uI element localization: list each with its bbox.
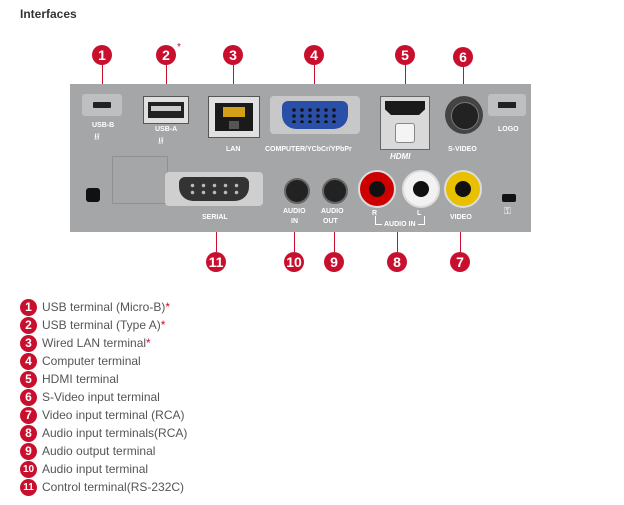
kensington-lock-icon: ⚿ (504, 206, 511, 216)
audio-rca-left-jack (402, 170, 440, 208)
usb-b-port (82, 94, 122, 116)
callout-1: 1 (92, 45, 112, 65)
callout-2: 2 (156, 45, 176, 65)
computer-label: COMPUTER/YCbCr/YPbPr (265, 146, 352, 153)
panel-screw-hole (86, 188, 100, 202)
legend-text: Audio input terminal (42, 462, 149, 476)
callout-6: 6 (453, 47, 473, 67)
legend-badge: 2 (20, 317, 37, 334)
usb-b-label: USB-B (92, 122, 115, 129)
legend-text: S-Video input terminal (42, 390, 160, 404)
legend-item: 3 Wired LAN terminal* (20, 335, 280, 353)
callout-10-leader (294, 232, 295, 252)
legend-item: 1 USB terminal (Micro-B)* (20, 299, 280, 317)
audio-input-jack (284, 178, 310, 204)
legend-text: Wired LAN terminal (42, 336, 147, 350)
usb-symbol-icon: ⭿ (94, 132, 100, 142)
callout-8-leader (397, 232, 398, 252)
legend-item: 6 S-Video input terminal (20, 389, 280, 407)
s-video-port (445, 96, 483, 134)
legend-asterisk: * (160, 318, 166, 332)
legend-text: Audio input terminals(RCA) (42, 426, 188, 440)
legend-text: USB terminal (Micro-B) (42, 300, 166, 314)
s-video-label: S-VIDEO (448, 146, 477, 153)
callout-2-asterisk: * (177, 42, 181, 53)
legend-text: Computer terminal (42, 354, 141, 368)
legend-badge: 5 (20, 371, 37, 388)
audio-in-rca-label: AUDIO IN (382, 221, 418, 228)
video-rca-jack (444, 170, 482, 208)
legend-text: Control terminal(RS-232C) (42, 480, 185, 494)
callout-3-leader (233, 65, 234, 95)
callout-8: 8 (387, 252, 407, 272)
serial-label: SERIAL (202, 214, 228, 221)
callout-2-leader (166, 65, 167, 90)
logo-label: LOGO (498, 126, 519, 133)
callout-9: 9 (324, 252, 344, 272)
legend-text: Audio output terminal (42, 444, 156, 458)
usb-a-port (143, 96, 189, 124)
callout-4: 4 (304, 45, 324, 65)
legend-text: Video input terminal (RCA) (42, 408, 185, 422)
legend-item: 7 Video input terminal (RCA) (20, 407, 280, 425)
audio-output-jack (322, 178, 348, 204)
audio-rca-right-jack (358, 170, 396, 208)
video-label: VIDEO (450, 214, 472, 221)
callout-3: 3 (223, 45, 243, 65)
legend-badge: 6 (20, 389, 37, 406)
section-title: Interfaces (20, 7, 77, 21)
lan-port (208, 96, 260, 138)
legend-badge: 11 (20, 479, 37, 496)
projector-connector-panel: USB-B ⭿ USB-A ⭿ LAN COMPUTER/YCbCr/YPbPr… (70, 84, 531, 232)
panel-recess (112, 156, 168, 204)
legend-item: 8 Audio input terminals(RCA) (20, 425, 280, 443)
callout-10: 10 (284, 252, 304, 272)
legend-badge: 4 (20, 353, 37, 370)
legend-badge: 8 (20, 425, 37, 442)
legend-badge: 9 (20, 443, 37, 460)
legend-badge: 10 (20, 461, 37, 478)
serial-rs232c-port (165, 172, 263, 206)
audio-out-label-line2: OUT (323, 218, 338, 225)
logo-port (488, 94, 526, 116)
audio-out-label-line1: AUDIO (321, 208, 344, 215)
lan-label: LAN (226, 146, 241, 153)
callout-6-leader (463, 67, 464, 97)
callout-5-leader (405, 65, 406, 95)
legend-item: 4 Computer terminal (20, 353, 280, 371)
legend-asterisk: * (146, 336, 151, 350)
callout-1-leader (102, 65, 103, 90)
callout-11: 11 (206, 252, 226, 272)
legend-text: HDMI terminal (42, 372, 119, 386)
legend-item: 2 USB terminal (Type A)* (20, 317, 280, 335)
legend-badge: 1 (20, 299, 37, 316)
audio-in-label-line1: AUDIO (283, 208, 306, 215)
usb-symbol-icon: ⭿ (158, 136, 164, 146)
callout-7-leader (460, 232, 461, 252)
legend-badge: 7 (20, 407, 37, 424)
callout-9-leader (334, 232, 335, 252)
callout-11-leader (216, 232, 217, 252)
rca-l-label: L (417, 210, 422, 217)
callout-7: 7 (450, 252, 470, 272)
legend-item: 9 Audio output terminal (20, 443, 280, 461)
hdmi-port (380, 96, 430, 150)
legend-asterisk: * (165, 300, 171, 314)
legend-text: USB terminal (Type A) (42, 318, 161, 332)
hdmi-label: HDMI (390, 152, 411, 161)
legend-item: 10 Audio input terminal (20, 461, 280, 479)
security-slot (502, 194, 516, 202)
callout-5: 5 (395, 45, 415, 65)
legend-item: 5 HDMI terminal (20, 371, 280, 389)
rca-r-label: R (372, 210, 378, 217)
legend-badge: 3 (20, 335, 37, 352)
usb-a-label: USB-A (155, 126, 178, 133)
legend-item: 11 Control terminal(RS-232C) (20, 479, 280, 497)
audio-in-label-line2: IN (291, 218, 298, 225)
computer-vga-port (270, 96, 360, 134)
callout-4-leader (314, 65, 315, 97)
